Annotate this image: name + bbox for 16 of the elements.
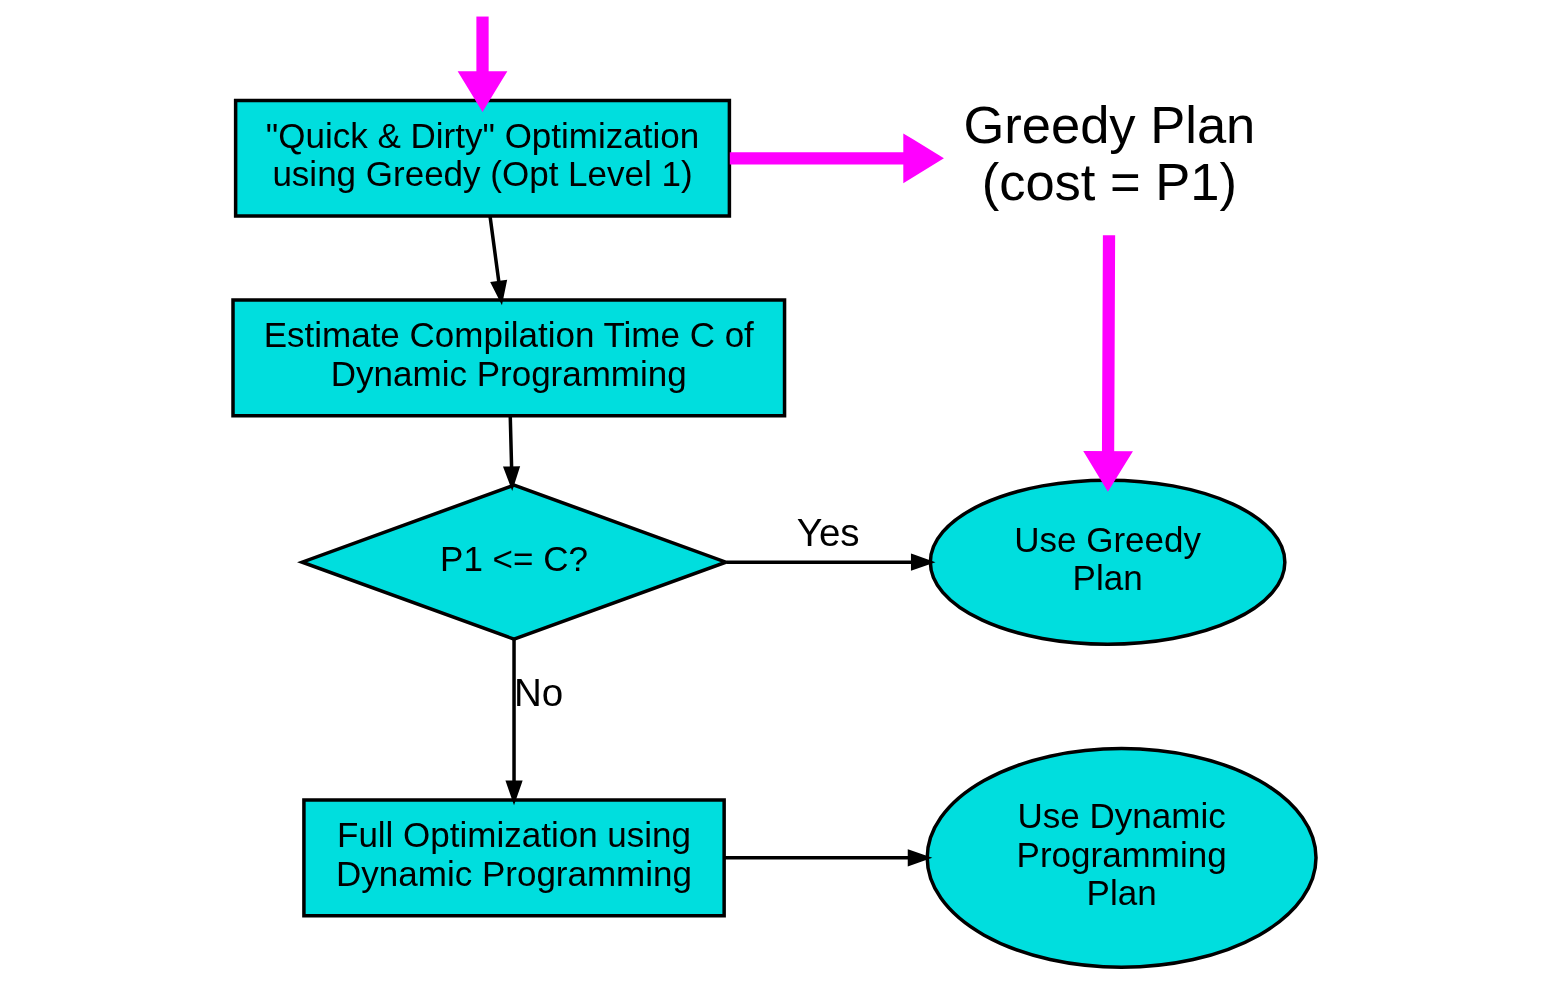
node-box: "Quick & Dirty" Optimization using Greedy (Opt Level 1) (233, 98, 731, 218)
arrow (502, 416, 520, 491)
arrow (1082, 235, 1133, 492)
arrow (726, 553, 935, 571)
node-box: Full Optimization using Dynamic Programming (301, 798, 726, 918)
edge-label: Yes (796, 510, 860, 554)
node-ellipse: Use Dynamic Programming Plan (924, 746, 1318, 969)
node-box: Estimate Compilation Time C of Dynamic Programming (230, 298, 786, 418)
edge-label: No (513, 671, 563, 715)
node-text: Greedy Plan (cost = P1) (962, 94, 1255, 212)
arrow (729, 133, 944, 184)
arrow (724, 849, 932, 867)
arrow (487, 216, 507, 306)
arrow (504, 639, 523, 806)
node-ellipse: Use Greedy Plan (928, 478, 1287, 646)
arrow (457, 16, 507, 112)
